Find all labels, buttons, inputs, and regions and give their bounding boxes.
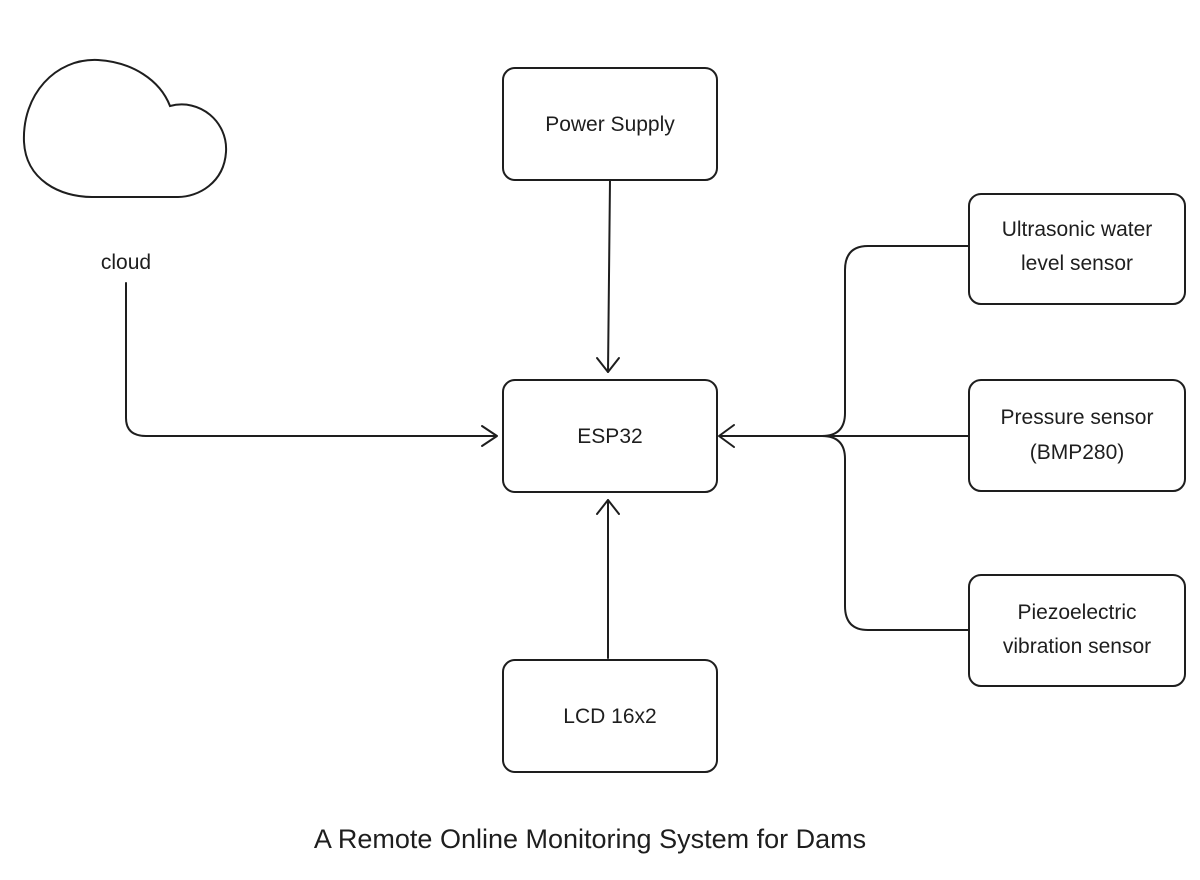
cloud-node[interactable]: cloud bbox=[22, 58, 228, 274]
pressure-sensor-box bbox=[968, 379, 1186, 492]
diagram-caption: A Remote Online Monitoring System for Da… bbox=[314, 824, 866, 854]
esp32-label: ESP32 bbox=[577, 425, 642, 448]
cloud-label: cloud bbox=[101, 251, 151, 274]
piezo-sensor-box bbox=[968, 574, 1186, 687]
pressure-sensor-label-line2: (BMP280) bbox=[1030, 441, 1125, 464]
ultrasonic-sensor-label-line2: level sensor bbox=[1021, 252, 1133, 275]
power-supply-node[interactable]: Power Supply bbox=[502, 67, 718, 181]
piezo-sensor-label-line1: Piezoelectric bbox=[1017, 601, 1136, 624]
edge-sensors-to-esp32 bbox=[718, 245, 969, 631]
pressure-sensor-node[interactable]: Pressure sensor (BMP280) bbox=[968, 379, 1186, 492]
lcd-label: LCD 16x2 bbox=[563, 705, 656, 728]
arrowhead-left bbox=[718, 424, 735, 448]
edge-cloud-to-esp32 bbox=[125, 282, 498, 447]
piezo-sensor-label-line2: vibration sensor bbox=[1003, 635, 1151, 658]
edge-lcd-to-esp32 bbox=[596, 499, 620, 659]
pressure-sensor-label-line1: Pressure sensor bbox=[1001, 406, 1154, 429]
ultrasonic-sensor-box bbox=[968, 193, 1186, 305]
arrowhead-right bbox=[481, 425, 498, 447]
power-supply-label: Power Supply bbox=[545, 113, 675, 136]
ultrasonic-sensor-node[interactable]: Ultrasonic water level sensor bbox=[968, 193, 1186, 305]
arrowhead-up bbox=[596, 499, 620, 515]
lcd-box bbox=[502, 659, 718, 773]
cloud-icon bbox=[22, 58, 228, 198]
edge-power-to-esp32 bbox=[596, 179, 620, 373]
esp32-node[interactable]: ESP32 bbox=[502, 379, 718, 493]
lcd-node[interactable]: LCD 16x2 bbox=[502, 659, 718, 773]
esp32-box bbox=[502, 379, 718, 493]
ultrasonic-sensor-label-line1: Ultrasonic water bbox=[1002, 218, 1153, 241]
arrowhead-down bbox=[596, 357, 620, 373]
piezo-sensor-node[interactable]: Piezoelectric vibration sensor bbox=[968, 574, 1186, 687]
